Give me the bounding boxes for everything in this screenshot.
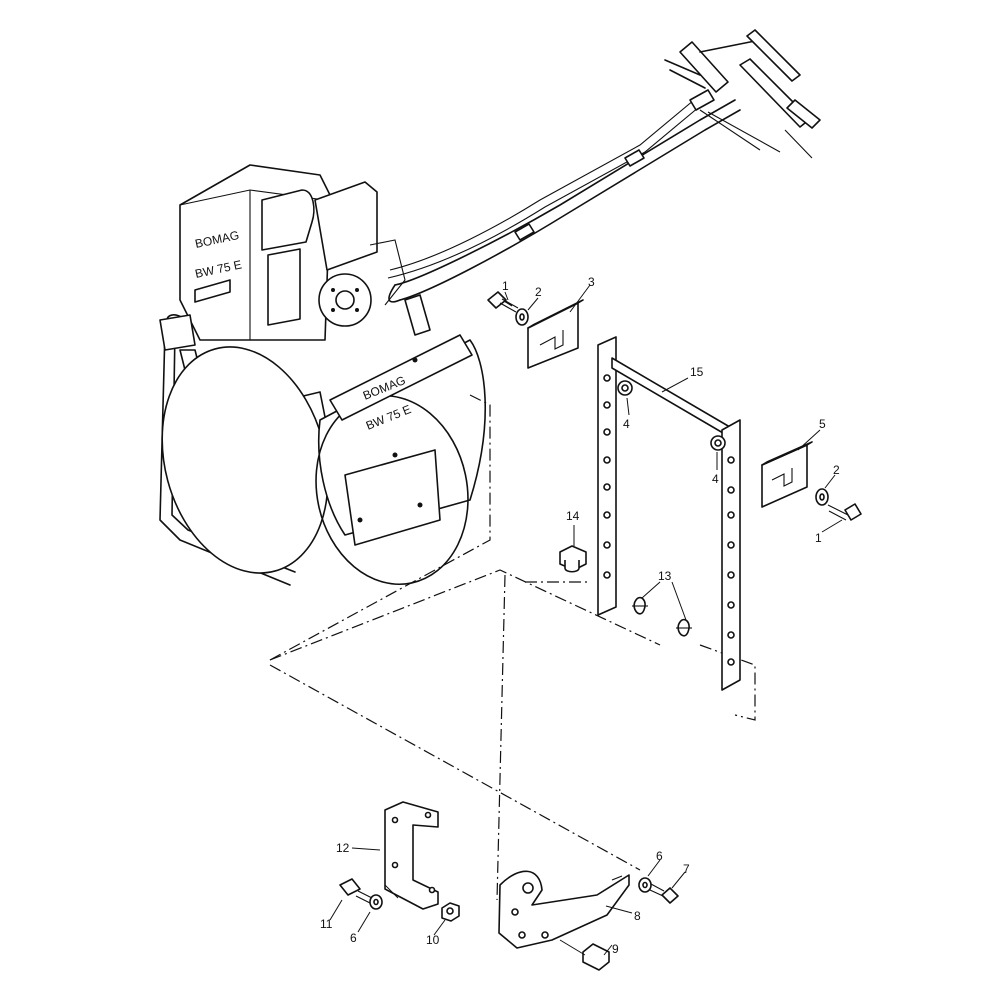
engine-nameplate-icon xyxy=(194,279,231,303)
engine: BOMAG BW 75 E xyxy=(179,164,431,341)
callout-6-lower: 6 xyxy=(350,931,357,945)
part-bolt-1-right xyxy=(827,503,862,521)
part-bolt-11 xyxy=(339,878,373,904)
part-bracket-3 xyxy=(527,299,584,369)
callout-1-right: 1 xyxy=(815,531,822,545)
callout-4-right: 4 xyxy=(712,472,719,486)
callout-4-left: 4 xyxy=(623,417,630,431)
callout-2-upper: 2 xyxy=(535,285,542,299)
part-nut-4b xyxy=(710,435,726,451)
part-bracket-8 xyxy=(498,870,630,949)
callout-2-right: 2 xyxy=(833,463,840,477)
part-bracket-5 xyxy=(761,441,813,508)
part-washer-2-right xyxy=(815,488,829,506)
part-bolt-1-upper xyxy=(487,291,519,313)
callout-3: 3 xyxy=(588,275,595,289)
air-filter-icon xyxy=(261,189,315,251)
part-bar-15 xyxy=(611,357,736,441)
part-clip-13b xyxy=(676,618,692,637)
callout-15: 15 xyxy=(690,365,704,379)
callout-12: 12 xyxy=(336,841,350,855)
callout-7: 7 xyxy=(683,862,690,876)
part-washer-6-right xyxy=(638,877,652,893)
callout-11: 11 xyxy=(320,917,333,931)
callout-5: 5 xyxy=(819,417,826,431)
leader-lines xyxy=(329,284,843,956)
part-plate-right xyxy=(721,419,741,691)
exploded-guide-lines xyxy=(269,394,756,901)
part-washer-2-upper xyxy=(515,308,529,326)
part-clip-13a xyxy=(632,596,648,615)
callout-6-right: 6 xyxy=(656,849,663,863)
part-plate-left xyxy=(597,336,617,616)
part-bracket-12 xyxy=(384,801,439,910)
part-pin-14 xyxy=(559,545,587,573)
fuel-tank-icon xyxy=(267,248,301,326)
handle-bar xyxy=(387,29,821,303)
part-nut-10 xyxy=(441,902,460,922)
callout-13: 13 xyxy=(658,569,672,583)
callout-1-upper: 1 xyxy=(502,279,509,293)
part-bolt-7 xyxy=(649,883,679,904)
callout-8: 8 xyxy=(634,909,641,923)
callout-10: 10 xyxy=(426,933,440,947)
part-pin-9 xyxy=(559,939,610,971)
part-nut-4a xyxy=(617,380,633,396)
callout-labels: 1 2 3 15 4 4 5 2 1 14 13 12 6 7 8 11 6 1… xyxy=(320,275,840,956)
drum-frame: BOMAG BW 75 E xyxy=(159,314,487,586)
callout-9: 9 xyxy=(612,942,619,956)
callout-14: 14 xyxy=(566,509,580,523)
part-washer-6-lower xyxy=(369,894,383,910)
